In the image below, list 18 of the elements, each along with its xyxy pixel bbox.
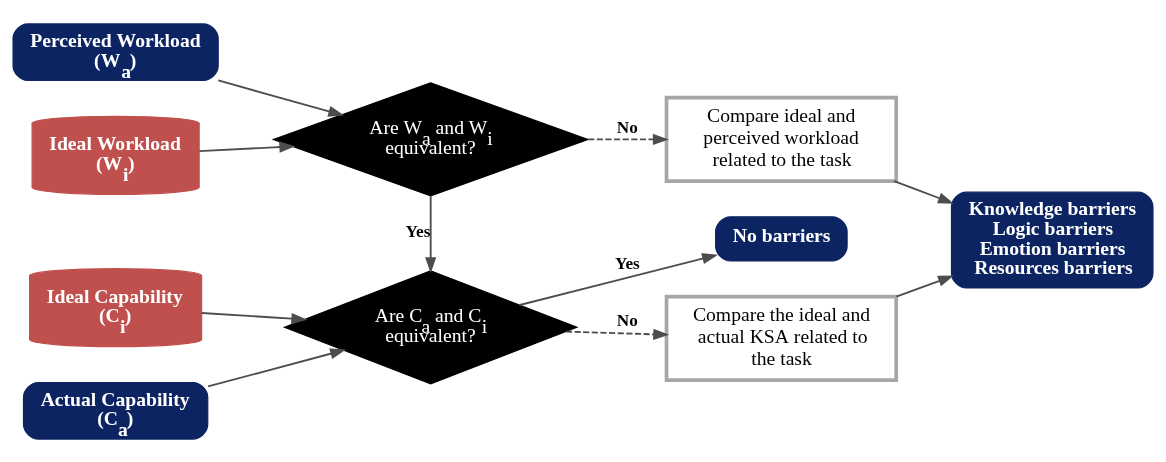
arrow: [207, 347, 347, 387]
edge-label: No: [616, 117, 638, 137]
arrow: [200, 311, 308, 324]
node-box: No barriers: [715, 215, 848, 262]
arrow: [518, 252, 719, 306]
node-box: Compare the ideal and actual KSA related to the task: [664, 294, 899, 382]
arrow: [565, 328, 670, 340]
arrow: [198, 140, 296, 153]
arrow: [217, 79, 345, 117]
edge-label: Yes: [405, 221, 431, 241]
arrow: [425, 194, 437, 273]
node-box: Compare ideal and perceived workload related to the task: [664, 95, 899, 183]
edge-label: Yes: [614, 253, 640, 273]
arrow: [587, 133, 669, 145]
arrow: [893, 179, 954, 204]
node-box: Knowledge barriers Logic barriers Emotion barriers Resources barriers: [950, 191, 1154, 289]
arrow: [895, 275, 955, 298]
edge-label: No: [616, 310, 638, 330]
